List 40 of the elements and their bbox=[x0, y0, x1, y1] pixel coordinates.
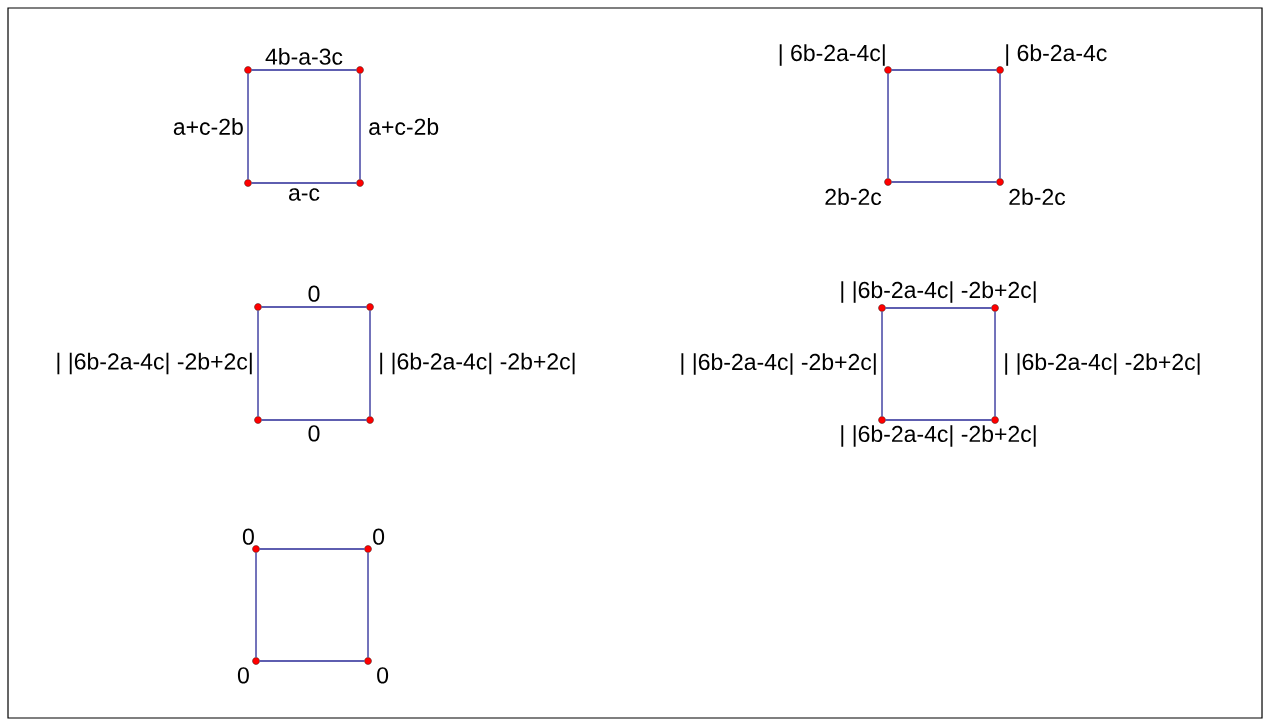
side-label: | |6b-2a-4c| -2b+2c| bbox=[1005, 353, 1200, 375]
side-label: 4b-a-3c bbox=[265, 47, 343, 65]
square-side bbox=[369, 310, 371, 417]
square-side bbox=[261, 306, 367, 308]
corner-label: 0 bbox=[373, 528, 385, 545]
square-side bbox=[891, 69, 997, 71]
side-label: a+c-2b bbox=[173, 118, 243, 135]
corner-label: 0 bbox=[377, 667, 389, 684]
corner-label: 0 bbox=[242, 528, 254, 545]
square-side bbox=[887, 73, 889, 179]
square-side bbox=[251, 69, 357, 71]
side-label: | |6b-2a-4c| -2b+2c| bbox=[841, 281, 1036, 303]
square-side bbox=[994, 311, 996, 417]
square-side bbox=[885, 307, 992, 309]
side-label: a-c bbox=[289, 188, 320, 201]
square-side bbox=[367, 552, 369, 658]
square-side bbox=[881, 311, 883, 417]
side-label: | |6b-2a-4c| -2b+2c| bbox=[380, 352, 575, 375]
corner-label: | 6b-2a-4c bbox=[1006, 44, 1107, 66]
square-side bbox=[259, 660, 365, 662]
square-side bbox=[359, 73, 361, 180]
corner-label: | 6b-2a-4c| bbox=[779, 44, 885, 66]
corner-label: 0 bbox=[237, 667, 249, 684]
corner-label: 2b-2c bbox=[825, 188, 882, 206]
square-side bbox=[251, 182, 357, 184]
side-label: | |6b-2a-4c| -2b+2c| bbox=[681, 353, 876, 375]
square-side bbox=[259, 548, 365, 550]
square-side bbox=[885, 419, 992, 421]
square-side bbox=[891, 181, 997, 183]
square-side bbox=[261, 419, 367, 421]
square-side bbox=[999, 73, 1001, 179]
side-label: | |6b-2a-4c| -2b+2c| bbox=[841, 425, 1036, 447]
square-side bbox=[255, 552, 257, 658]
side-label: 0 bbox=[308, 285, 320, 302]
corner-label: 2b-2c bbox=[1009, 188, 1066, 206]
square-side bbox=[247, 73, 249, 180]
side-label: 0 bbox=[308, 425, 320, 442]
square-side bbox=[257, 310, 259, 417]
side-label: a+c-2b bbox=[369, 118, 439, 135]
side-label: | |6b-2a-4c| -2b+2c| bbox=[57, 352, 252, 375]
